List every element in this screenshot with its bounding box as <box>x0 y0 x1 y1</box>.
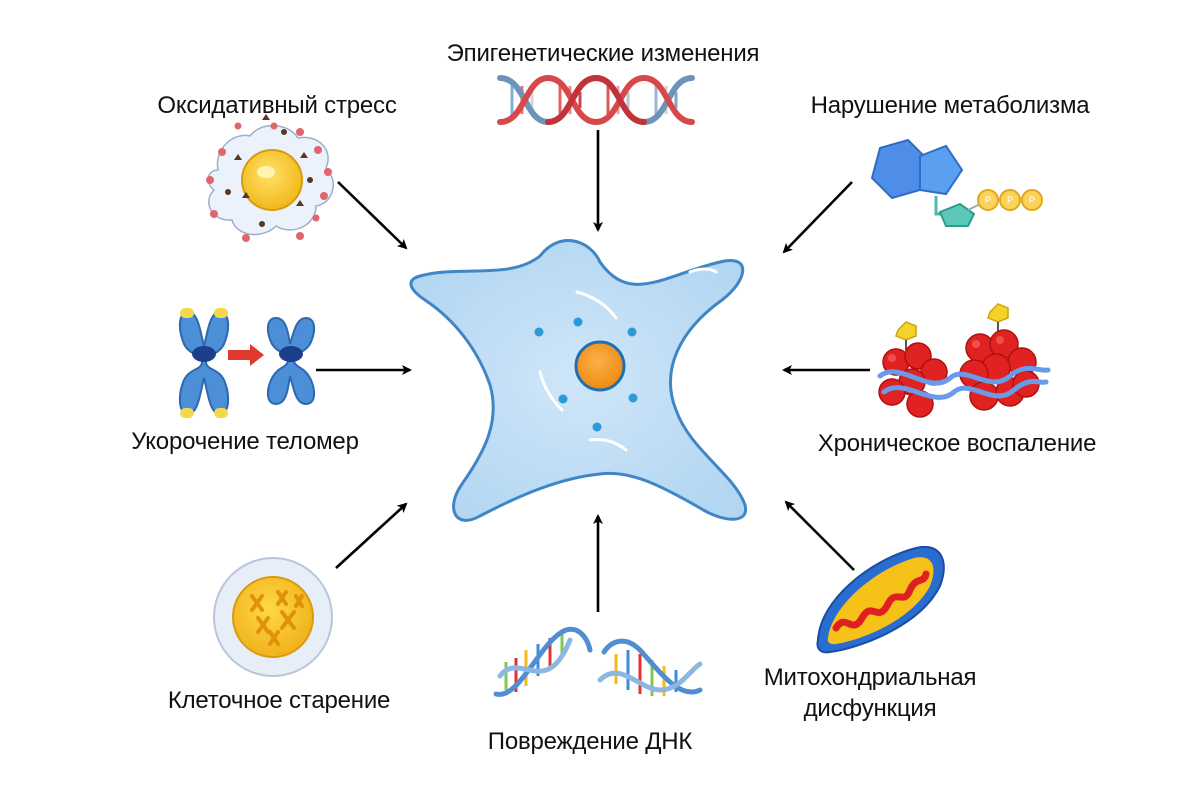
label-epigenetic-changes: Эпигенетические изменения <box>446 40 760 67</box>
dna-damage-helix-icon <box>493 626 703 697</box>
label-cellular-senescence: Клеточное старение <box>167 687 391 714</box>
label-chronic-inflammation: Хроническое воспаление <box>817 430 1097 457</box>
arrows <box>316 130 870 612</box>
label-oxidative-stress: Оксидативный стресс <box>157 92 397 119</box>
senescent-cell-icon <box>213 557 333 677</box>
oxidative-stress-cell-icon <box>206 114 334 242</box>
central-cell-icon <box>409 239 747 522</box>
label-mitochondrial-dysfunction-line1: Митохондриальная <box>763 664 977 691</box>
label-dna-damage: Повреждение ДНК <box>487 728 693 755</box>
inflammation-protein-icon <box>877 303 1051 418</box>
arrow-metabolism <box>782 181 853 254</box>
arrow-oxidative <box>337 181 408 250</box>
label-mitochondrial-dysfunction-line2: дисфункция <box>803 695 937 722</box>
svg-text:P: P <box>1007 195 1013 205</box>
nucleus-icon <box>574 340 626 392</box>
dna-helix-epigenetic-icon <box>497 74 695 126</box>
svg-text:P: P <box>985 195 991 205</box>
svg-text:P: P <box>1029 195 1035 205</box>
label-telomere-shortening: Укорочение теломер <box>131 428 359 455</box>
mitochondrion-icon <box>816 545 945 654</box>
label-metabolic-disorder: Нарушение метаболизма <box>810 92 1090 119</box>
arrow-mitochondria <box>784 500 855 571</box>
telomere-chromosomes-icon <box>178 308 316 418</box>
arrow-senescence <box>335 502 408 569</box>
